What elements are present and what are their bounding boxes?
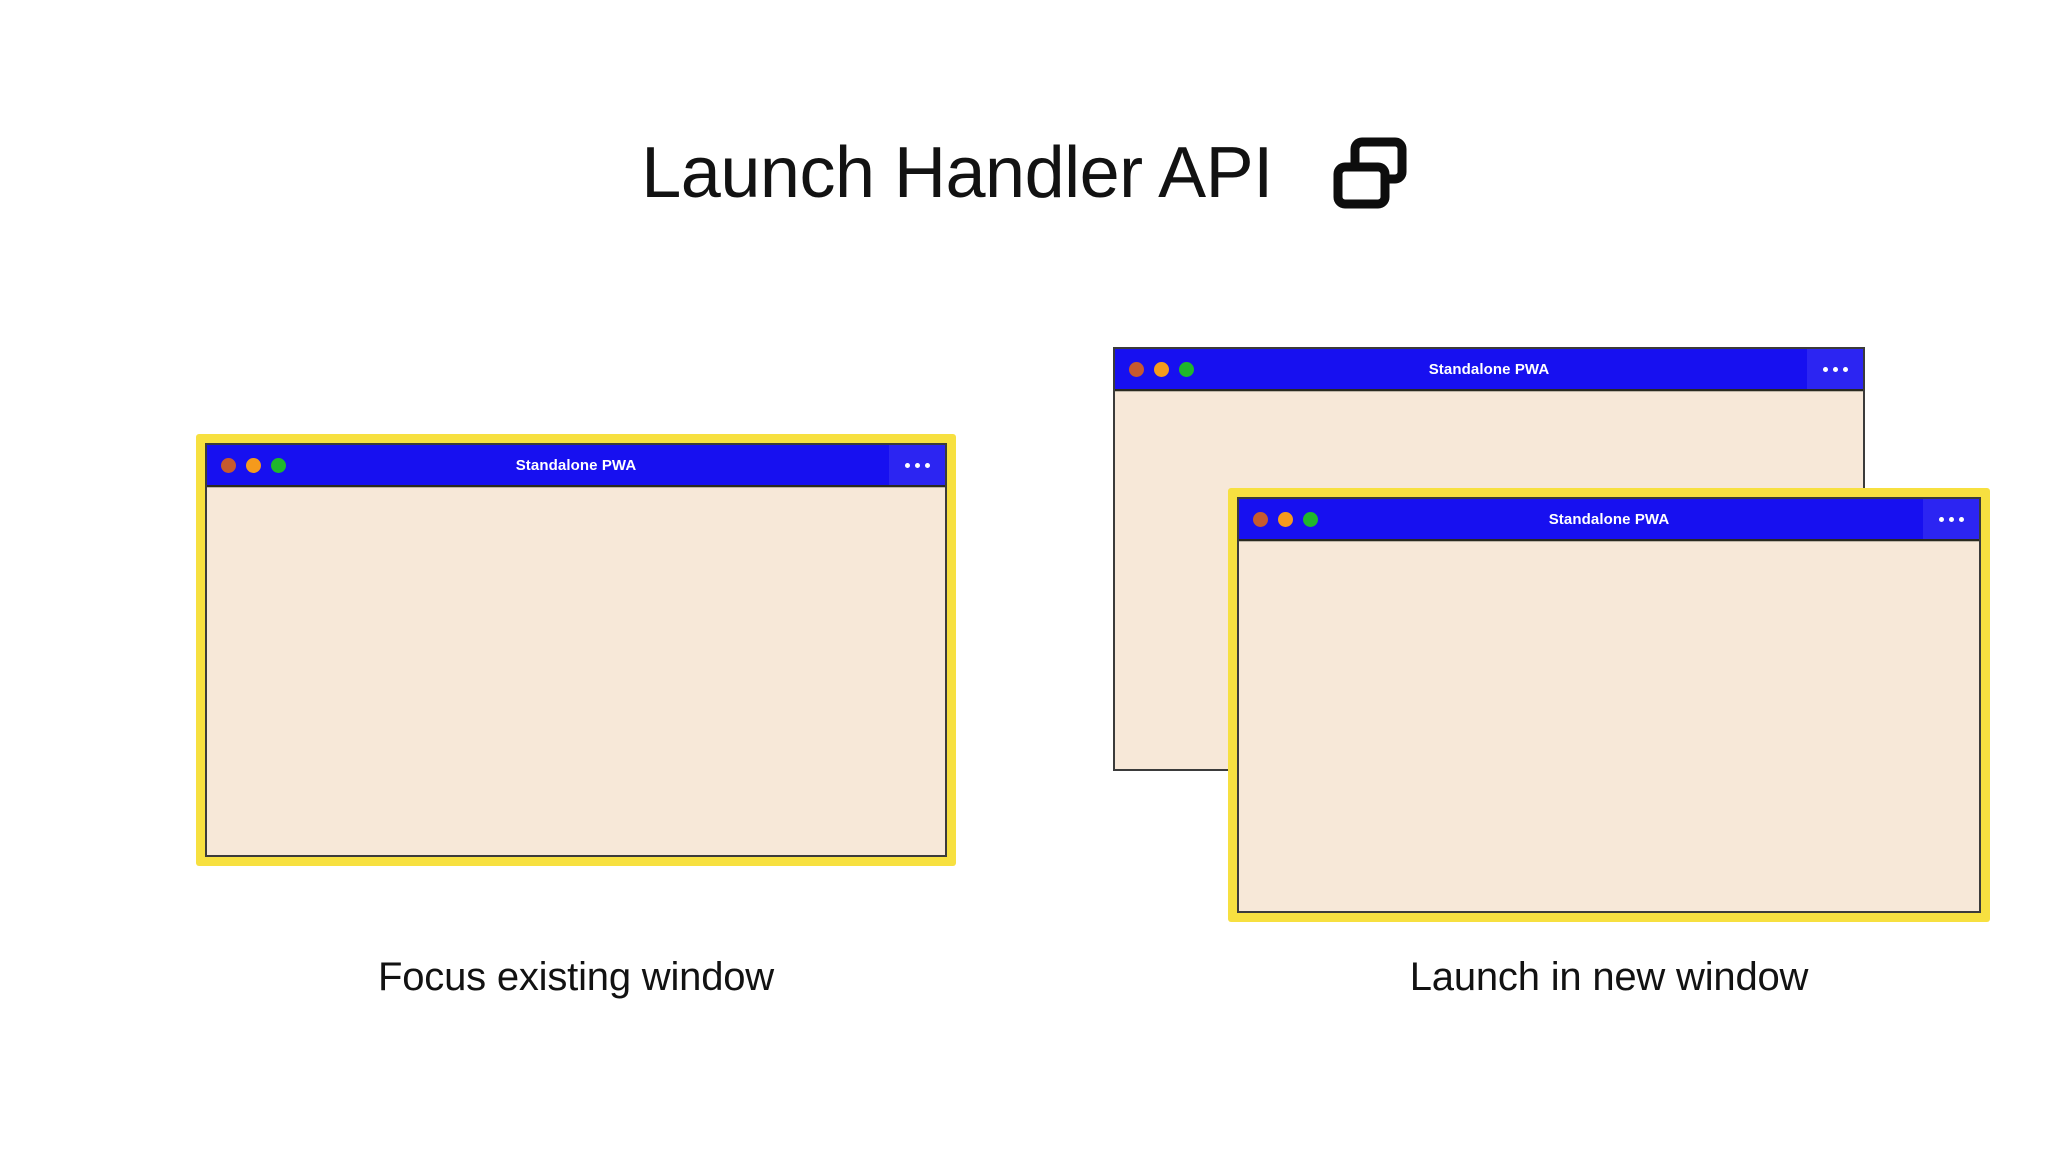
window-title: Standalone PWA — [1548, 510, 1670, 528]
menu-dot — [904, 462, 910, 468]
menu-dot — [914, 462, 920, 468]
window-frame: Standalone PWA — [1237, 497, 1981, 913]
window-title: Standalone PWA — [1428, 360, 1550, 378]
maximize-button[interactable] — [1303, 511, 1318, 527]
caption-launch-in-new-window: Launch in new window — [1409, 955, 1809, 999]
menu-dot — [1958, 516, 1964, 522]
window-traffic-lights — [1239, 511, 1318, 527]
window-titlebar[interactable]: Standalone PWA — [1239, 499, 1979, 541]
close-button[interactable] — [1129, 361, 1144, 377]
minimize-button[interactable] — [1154, 361, 1169, 377]
window-titlebar[interactable]: Standalone PWA — [1115, 349, 1863, 391]
window-title: Standalone PWA — [515, 456, 637, 474]
window-content-area — [1239, 541, 1979, 911]
window-titlebar[interactable]: Standalone PWA — [207, 445, 945, 487]
close-button[interactable] — [221, 457, 236, 473]
pwa-window-new-foreground[interactable]: Standalone PWA — [1228, 488, 1990, 922]
overflow-menu-button[interactable] — [1807, 349, 1863, 389]
overflow-menu-button[interactable] — [889, 445, 945, 485]
minimize-button[interactable] — [246, 457, 261, 473]
overflow-menu-button[interactable] — [1923, 499, 1979, 539]
window-traffic-lights — [1115, 361, 1194, 377]
minimize-button[interactable] — [1278, 511, 1293, 527]
page-header: Launch Handler API — [0, 118, 2048, 228]
window-frame: Standalone PWA — [205, 443, 947, 857]
menu-dot — [1832, 366, 1838, 372]
maximize-button[interactable] — [271, 457, 286, 473]
menu-dot — [1822, 366, 1828, 372]
window-traffic-lights — [207, 457, 286, 473]
window-content-area — [207, 487, 945, 855]
menu-dot — [1948, 516, 1954, 522]
page-title: Launch Handler API — [641, 133, 1273, 213]
menu-dot — [1842, 366, 1848, 372]
close-button[interactable] — [1253, 511, 1268, 527]
pwa-window-focus-existing[interactable]: Standalone PWA — [196, 434, 956, 866]
menu-dot — [924, 462, 930, 468]
multi-window-icon — [1333, 137, 1407, 209]
caption-focus-existing-window: Focus existing window — [378, 955, 774, 999]
maximize-button[interactable] — [1179, 361, 1194, 377]
menu-dot — [1938, 516, 1944, 522]
